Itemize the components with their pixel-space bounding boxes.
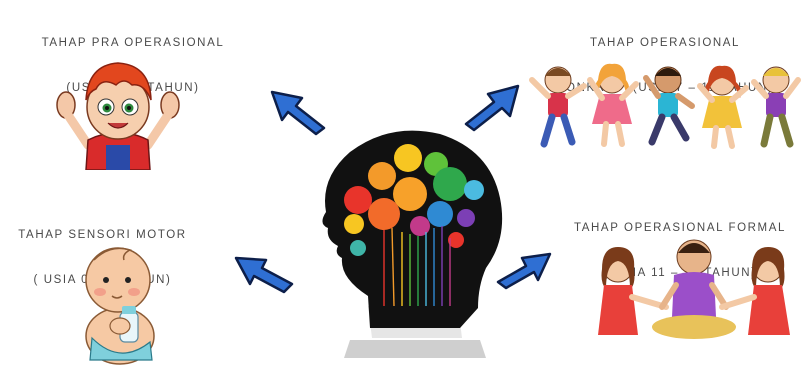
arrow-up-right-icon — [458, 74, 530, 132]
label-sensori-motor: TAHAP SENSORI MOTOR ( USIA 0 – 2 TAHUN) — [0, 198, 205, 303]
stage-title: TAHAP SENSORI MOTOR — [18, 229, 187, 241]
children-holding-hands-icon — [590, 235, 798, 345]
child-face-icon — [52, 55, 184, 170]
stage-title: TAHAP OPERASIONAL — [589, 37, 741, 49]
arrow-left-icon — [228, 244, 298, 294]
stage-title: TAHAP PRA OPERASIONAL — [41, 37, 225, 49]
arrow-up-left-icon — [262, 78, 332, 136]
baby-with-bottle-icon — [70, 238, 170, 368]
happy-kids-group-icon — [528, 58, 803, 150]
label-pra-operasional: TAHAP PRA OPERASIONAL (USIA 2 – 7 TAHUN) — [18, 6, 248, 111]
stage-title: TAHAP OPERASIONAL FORMAL — [573, 222, 786, 234]
arrow-right-icon — [492, 240, 558, 292]
brain-head-icon — [310, 128, 510, 358]
